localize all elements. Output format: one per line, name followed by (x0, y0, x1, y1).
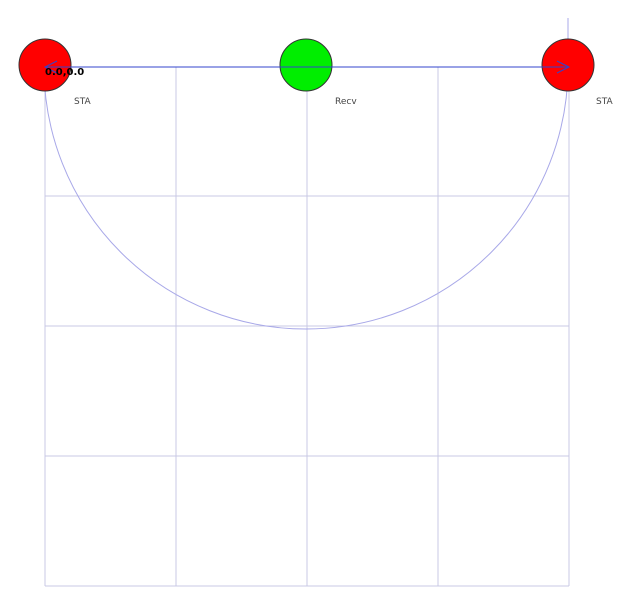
grid (44, 66, 570, 587)
node-sta-right[interactable]: STA (541, 38, 614, 107)
origin-label: 0.0,0.0 (45, 67, 84, 78)
arrow-right-icon (556, 60, 571, 74)
sta-right-circle[interactable] (541, 38, 595, 92)
node-recv[interactable]: Recv (279, 38, 357, 107)
arrow-left-icon (43, 60, 58, 74)
sta-right-label: STA (596, 97, 614, 107)
link-line (43, 60, 571, 74)
recv-circle[interactable] (279, 38, 333, 92)
range-arc (43, 18, 569, 330)
sta-left-label: STA (74, 97, 92, 107)
recv-label: Recv (335, 97, 357, 107)
sta-left-circle[interactable] (18, 38, 72, 92)
node-sta-left[interactable]: STA (18, 38, 92, 107)
